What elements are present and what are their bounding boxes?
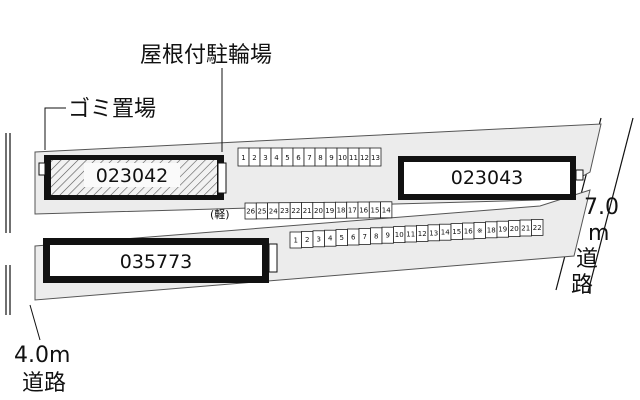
bike-slot-number: 13 xyxy=(371,154,380,162)
bike-slot-number: 12 xyxy=(360,154,369,162)
building-label-035773: 035773 xyxy=(120,251,193,273)
car-slot-box xyxy=(531,218,544,236)
bike-slot-number: 10 xyxy=(338,154,347,162)
bike-slot-box xyxy=(369,147,382,167)
car-slot-number: ※ xyxy=(477,227,483,235)
bike-slot-number: 1 xyxy=(241,154,245,162)
garbage-leader xyxy=(44,107,66,150)
kei-slot-number: 26 xyxy=(246,208,255,216)
right-road-width-label: 7.0 xyxy=(584,195,619,220)
car-slot-number: 16 xyxy=(464,228,473,236)
car-slot-number: 3 xyxy=(317,235,321,243)
kei-slot-number: 19 xyxy=(325,207,334,215)
car-slot-number: 8 xyxy=(374,232,378,240)
right-road-label-2: 路 xyxy=(571,273,593,298)
building-023043: 023043 xyxy=(398,156,584,200)
bike-slot-number: 2 xyxy=(252,154,256,162)
car-slot-number: 5 xyxy=(340,234,344,242)
kei-slot-number: 17 xyxy=(348,207,357,215)
kei-slot-number: 22 xyxy=(291,207,300,215)
building-label-023043: 023043 xyxy=(451,167,524,189)
car-slot-number: 19 xyxy=(498,226,507,234)
bike-slot-number: 8 xyxy=(318,154,322,162)
building-023042: 023042 xyxy=(38,155,227,200)
car-slot-number: 21 xyxy=(521,225,530,233)
kei-slot-box xyxy=(380,201,393,219)
kei-slot-number: 23 xyxy=(280,207,289,215)
right-road-label-1: 道 xyxy=(576,247,598,272)
kei-slot-number: 18 xyxy=(337,207,346,215)
kei-slot-number: 20 xyxy=(314,207,323,215)
car-slot-number: 9 xyxy=(386,232,390,240)
car-slot-number: 7 xyxy=(363,233,367,241)
kei-slot-number: 15 xyxy=(370,206,379,214)
car-slot-number: 2 xyxy=(305,236,309,244)
garbage-area-label: ゴミ置場 xyxy=(68,97,156,122)
left-road-label: 道路 xyxy=(22,371,66,396)
car-slot-number: 1 xyxy=(294,237,298,245)
building-035773: 035773 xyxy=(43,238,278,283)
bike-slot-number: 7 xyxy=(307,154,311,162)
car-slot-number: 10 xyxy=(395,231,404,239)
kei-slot-number: 16 xyxy=(359,207,368,215)
kei-slot-number: 24 xyxy=(269,207,278,215)
right-road-unit-label: m xyxy=(588,221,609,246)
bike-slot-number: 11 xyxy=(349,154,358,162)
car-slot-number: 15 xyxy=(452,228,461,236)
car-slot-number: 4 xyxy=(328,235,333,243)
kei-label: (軽) xyxy=(210,208,230,221)
car-slot-number: 11 xyxy=(406,231,415,239)
car-slot-number: 12 xyxy=(418,230,427,238)
car-slot-number: 18 xyxy=(487,226,496,234)
car-slot-number: 6 xyxy=(351,234,356,242)
kei-slot-number: 14 xyxy=(382,206,391,214)
left-road-leader xyxy=(29,304,41,341)
kei-slot-number: 25 xyxy=(257,207,266,215)
left-road-width-label: 4.0m xyxy=(14,343,70,368)
car-slot-number: 13 xyxy=(429,229,438,237)
building-label-023042: 023042 xyxy=(96,165,169,187)
car-slot-number: 22 xyxy=(533,224,542,232)
kei-slot-number: 21 xyxy=(303,207,312,215)
bike-slot-number: 3 xyxy=(263,154,267,162)
car-slot-number: 20 xyxy=(510,225,519,233)
bike-slot-number: 6 xyxy=(296,154,301,162)
roof-bike-parking-label: 屋根付駐輪場 xyxy=(140,43,272,68)
bike-slot-number: 4 xyxy=(274,154,279,162)
left-road xyxy=(5,133,11,315)
bike-slot-number: 5 xyxy=(285,154,289,162)
car-slot-number: 14 xyxy=(441,229,450,237)
bike-slot-number: 9 xyxy=(329,154,333,162)
